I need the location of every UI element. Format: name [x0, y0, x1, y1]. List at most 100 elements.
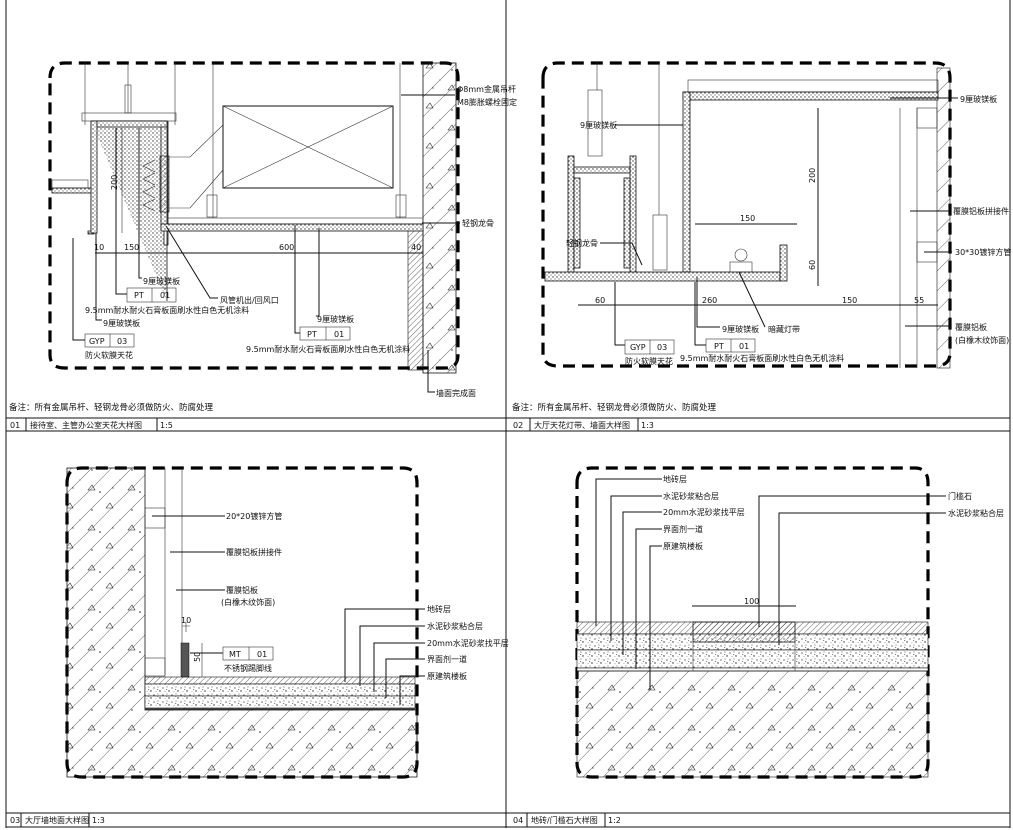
- title-bar-02: 02 大厅天花灯带、墙面大样图 1:3: [513, 418, 654, 431]
- svg-text:大厅墙地面大样图: 大厅墙地面大样图: [25, 815, 89, 825]
- dim-200: 200: [110, 175, 119, 190]
- dim-10: 10: [181, 616, 191, 625]
- dim-60: 60: [808, 260, 817, 270]
- dim-260: 260: [702, 296, 717, 305]
- dim-200: 200: [808, 168, 817, 183]
- material-tag-gyp03: GYP 03: [624, 339, 675, 355]
- svg-text:接待室、主管办公室天花大样图: 接待室、主管办公室天花大样图: [30, 420, 142, 430]
- svg-text:PT: PT: [134, 291, 144, 300]
- label-skirting: 不锈钢踢脚线: [224, 663, 272, 673]
- svg-text:PT: PT: [307, 330, 317, 339]
- label-board: 9厘玻镁板: [143, 276, 180, 286]
- dim-100: 100: [744, 597, 759, 606]
- svg-text:PT: PT: [714, 342, 724, 351]
- sheet-frame: [5, 0, 1011, 828]
- dim-600: 600: [279, 243, 294, 252]
- label-joint: 覆膜铝板拼接件: [953, 206, 1009, 216]
- svg-text:01: 01: [334, 330, 344, 339]
- material-tag-pt01: PT 01: [705, 338, 756, 353]
- svg-text:MT: MT: [229, 650, 241, 659]
- label-gypsum: 9.5mm耐水耐火石膏板面刷水性白色无机涂料: [246, 344, 410, 354]
- svg-text:03: 03: [117, 337, 127, 346]
- dim-50: 50: [193, 652, 202, 662]
- note-text: 备注：所有金属吊杆、轻钢龙骨必须做防火、防腐处理: [9, 402, 214, 413]
- label-leveling: 20mm水泥砂浆找平层: [663, 507, 745, 517]
- svg-text:03: 03: [657, 343, 667, 352]
- svg-text:GYP: GYP: [630, 343, 646, 352]
- label-softfilm: 防火软膜天花: [85, 350, 133, 360]
- detail-04: 100 地砖层 水泥砂浆粘合层 20mm水泥砂浆找平层 界面剂一道 原建筑楼板 …: [575, 466, 1004, 779]
- svg-text:1:2: 1:2: [608, 816, 621, 825]
- material-tag-mt01: MT 01: [222, 646, 274, 661]
- label-board: 9厘玻镁板: [317, 314, 354, 324]
- label-board: 9厘玻镁板: [960, 94, 997, 104]
- svg-text:01: 01: [739, 342, 749, 351]
- label-rod: Φ8mm金属吊杆: [457, 84, 516, 94]
- svg-text:03: 03: [10, 816, 20, 825]
- svg-text:1:5: 1:5: [160, 421, 173, 430]
- wall-floor-slab: [66, 467, 418, 778]
- note-text: 备注：所有金属吊杆、轻钢龙骨必须做防火、防腐处理: [512, 402, 717, 413]
- label-agent: 界面剂一道: [427, 654, 467, 664]
- svg-text:大厅天花灯带、墙面大样图: 大厅天花灯带、墙面大样图: [534, 420, 630, 430]
- detail-02: 150 200 60 60 260 150 55 9厘玻镁板 9厘玻镁板 覆膜铝…: [541, 61, 1011, 369]
- label-board: 9厘玻镁板: [580, 120, 617, 130]
- label-mortar: 水泥砂浆粘合层: [948, 508, 1004, 518]
- dim-55: 55: [914, 296, 924, 305]
- dim-60: 60: [595, 296, 605, 305]
- label-tube: 20*20镀锌方管: [226, 511, 282, 521]
- label-keel: 轻钢龙骨: [566, 238, 598, 248]
- svg-text:1:3: 1:3: [92, 816, 105, 825]
- label-panel-finish: (白橡木纹饰面): [955, 335, 1009, 345]
- dim-40: 40: [411, 243, 421, 252]
- label-tile: 地砖层: [663, 474, 687, 484]
- label-keel: 轻钢龙骨: [462, 218, 494, 228]
- label-wall-finish: 墙面完成面: [436, 388, 476, 398]
- dim-10: 10: [94, 243, 104, 252]
- label-vent: 风管机出/回风口: [220, 295, 279, 305]
- title-bar-04: 04 地砖/门槛石大样图 1:2: [513, 813, 621, 827]
- svg-text:02: 02: [513, 421, 523, 430]
- material-tag-gyp03: GYP 03: [84, 333, 135, 348]
- threshold-stone: [692, 621, 796, 643]
- label-bolt: M8膨胀螺栓固定: [457, 97, 517, 107]
- wall-section: [422, 62, 457, 374]
- title-bar-01: 01 接待室、主管办公室天花大样图 1:5: [10, 418, 173, 431]
- title-bar-03: 03 大厅墙地面大样图 1:3: [10, 813, 105, 827]
- label-slab: 原建筑楼板: [427, 671, 467, 681]
- label-mortar: 水泥砂浆粘合层: [427, 621, 483, 631]
- label-agent: 界面剂一道: [663, 524, 703, 534]
- label-mortar: 水泥砂浆粘合层: [663, 491, 719, 501]
- label-tube: 30*30镀锌方管: [955, 247, 1011, 257]
- svg-text:01: 01: [160, 291, 170, 300]
- svg-text:GYP: GYP: [89, 337, 105, 346]
- dim-150: 150: [124, 243, 139, 252]
- detail-03: 10 50 20*20镀锌方管 覆膜铝板拼接件 覆膜铝板 (白橡木纹饰面) MT…: [65, 466, 509, 779]
- label-board: 9厘玻镁板: [722, 324, 759, 334]
- label-panel: 覆膜铝板: [955, 322, 987, 332]
- svg-text:01: 01: [257, 650, 267, 659]
- dim-150: 150: [842, 296, 857, 305]
- material-tag-pt01: PT 01: [299, 326, 351, 341]
- label-panel: 覆膜铝板: [226, 585, 258, 595]
- label-threshold: 门槛石: [948, 491, 972, 501]
- label-gypsum: 9.5mm耐水耐火石膏板面刷水性白色无机涂料: [85, 305, 249, 315]
- svg-text:地砖/门槛石大样图: 地砖/门槛石大样图: [531, 815, 598, 825]
- label-leveling: 20mm水泥砂浆找平层: [427, 638, 509, 648]
- label-panel-finish: (白橡木纹饰面): [221, 597, 275, 607]
- label-tile: 地砖层: [427, 604, 451, 614]
- label-led-strip: 暗藏灯带: [768, 324, 800, 334]
- label-slab: 原建筑楼板: [663, 541, 703, 551]
- svg-text:04: 04: [513, 816, 523, 825]
- svg-text:1:3: 1:3: [641, 421, 654, 430]
- label-board: 9厘玻镁板: [103, 318, 140, 328]
- label-softfilm: 防火软膜天花: [625, 356, 673, 366]
- label-joint: 覆膜铝板拼接件: [226, 547, 282, 557]
- ac-unit: [222, 105, 394, 189]
- material-tag-pt01: PT 01: [126, 287, 177, 303]
- detail-01: 200 10 150 600 40 Φ8mm金属吊杆 M8膨胀螺栓固定 轻钢龙骨…: [48, 61, 517, 398]
- svg-text:01: 01: [10, 421, 20, 430]
- label-gypsum: 9.5mm耐水耐火石膏板面刷水性白色无机涂料: [680, 353, 844, 363]
